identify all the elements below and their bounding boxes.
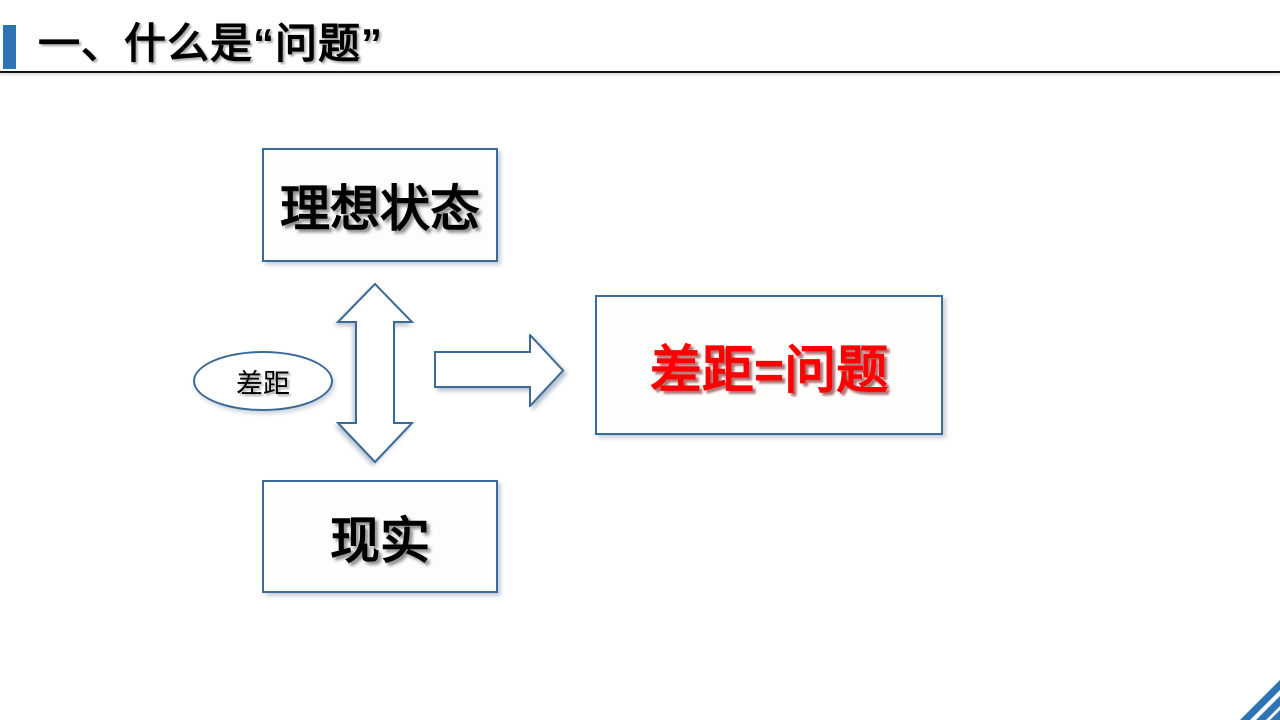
up-down-arrow-icon bbox=[336, 283, 414, 464]
problem-box: 差距=问题 bbox=[595, 295, 943, 435]
problem-label: 差距=问题 bbox=[649, 341, 889, 400]
corner-stripes-icon bbox=[1240, 680, 1280, 720]
reality-box: 现实 bbox=[262, 480, 498, 593]
title-underline bbox=[0, 71, 1280, 73]
right-arrow-icon bbox=[434, 334, 565, 407]
title-accent-bar bbox=[3, 25, 16, 69]
gap-label: 差距 bbox=[236, 368, 290, 399]
ideal-state-box: 理想状态 bbox=[262, 148, 498, 262]
slide-title: 一、什么是“问题” bbox=[38, 20, 384, 67]
reality-label: 现实 bbox=[330, 512, 430, 569]
gap-ellipse: 差距 bbox=[193, 351, 333, 411]
ideal-state-label: 理想状态 bbox=[280, 181, 480, 237]
